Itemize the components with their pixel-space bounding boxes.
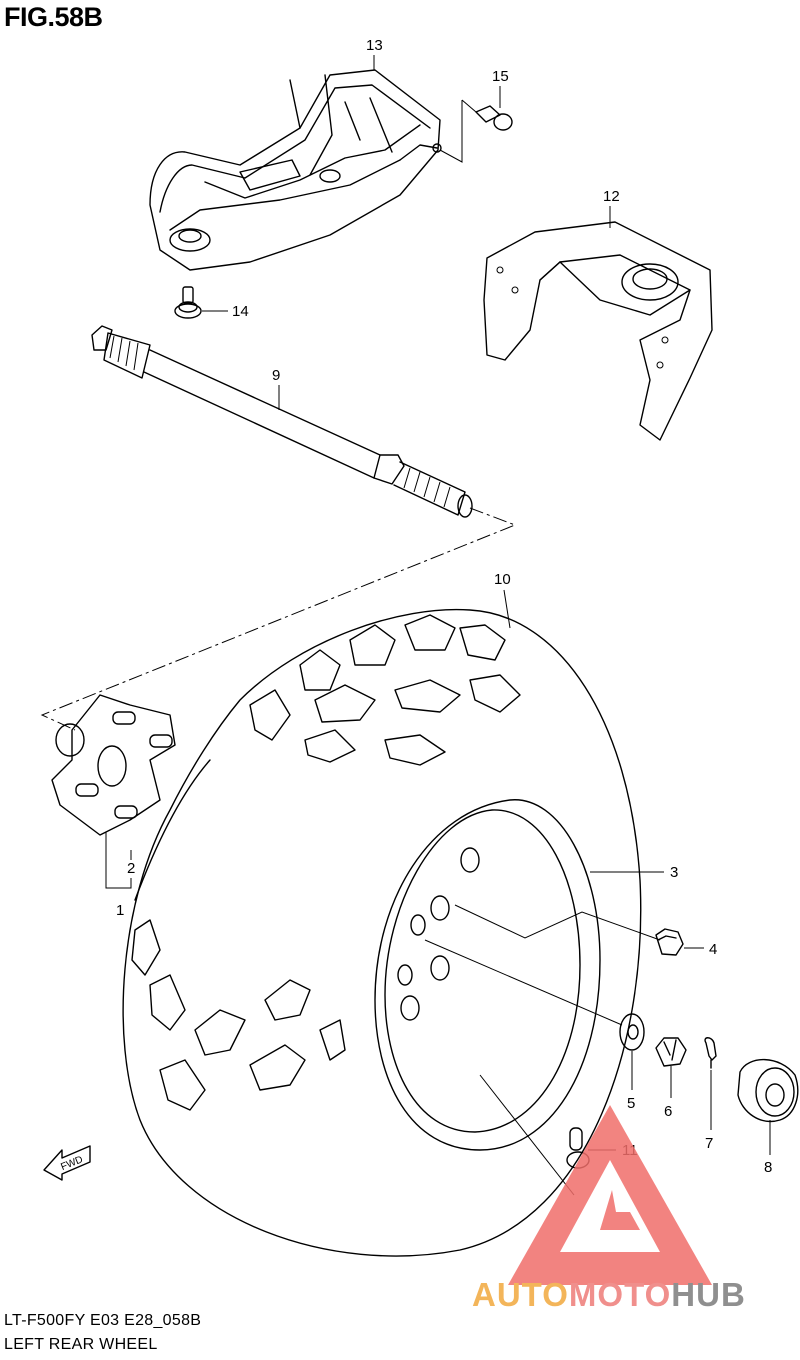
axle-shaft-part	[91, 325, 473, 518]
figure-title: FIG.58B	[4, 2, 103, 32]
callout-2: 2	[127, 860, 135, 877]
bolt-part-15	[475, 105, 513, 131]
wheel-rim-part	[374, 799, 601, 1151]
bolt-part-14	[174, 286, 202, 319]
washer-part-5	[619, 1013, 645, 1051]
watermark-moto: MOTO	[568, 1276, 672, 1313]
callout-14: 14	[232, 303, 249, 320]
callout-12: 12	[603, 188, 620, 205]
callout-4: 4	[709, 941, 717, 958]
skid-plate-part	[149, 69, 442, 271]
callout-15: 15	[492, 68, 509, 85]
callout-10: 10	[494, 571, 511, 588]
cotter-pin-part-7	[704, 1037, 717, 1069]
callout-8: 8	[764, 1159, 772, 1176]
model-code-caption: LT-F500FY E03 E28_058B	[4, 1312, 202, 1329]
callout-9: 9	[272, 367, 280, 384]
forward-arrow-icon: FWD	[43, 1145, 91, 1181]
rear-tire-part	[122, 608, 642, 1257]
castle-nut-part-6	[655, 1037, 687, 1067]
wheel-hub-part	[51, 694, 176, 836]
watermark-hub: HUB	[671, 1276, 746, 1313]
callout-3: 3	[670, 864, 678, 881]
hub-cap-part-8	[737, 1058, 799, 1123]
nut-part-4	[655, 928, 684, 956]
callout-1: 1	[116, 902, 124, 919]
callout-6: 6	[664, 1103, 672, 1120]
callout-5: 5	[627, 1095, 635, 1112]
watermark-auto: AUTO	[472, 1276, 569, 1313]
section-name-caption: LEFT REAR WHEEL	[4, 1336, 158, 1353]
callout-13: 13	[366, 37, 383, 54]
watermark-brand: AUTOMOTOHUB	[472, 1276, 746, 1314]
automotohub-logo-icon	[508, 1105, 712, 1285]
bracket-part-12	[483, 221, 713, 441]
callout-7: 7	[705, 1135, 713, 1152]
